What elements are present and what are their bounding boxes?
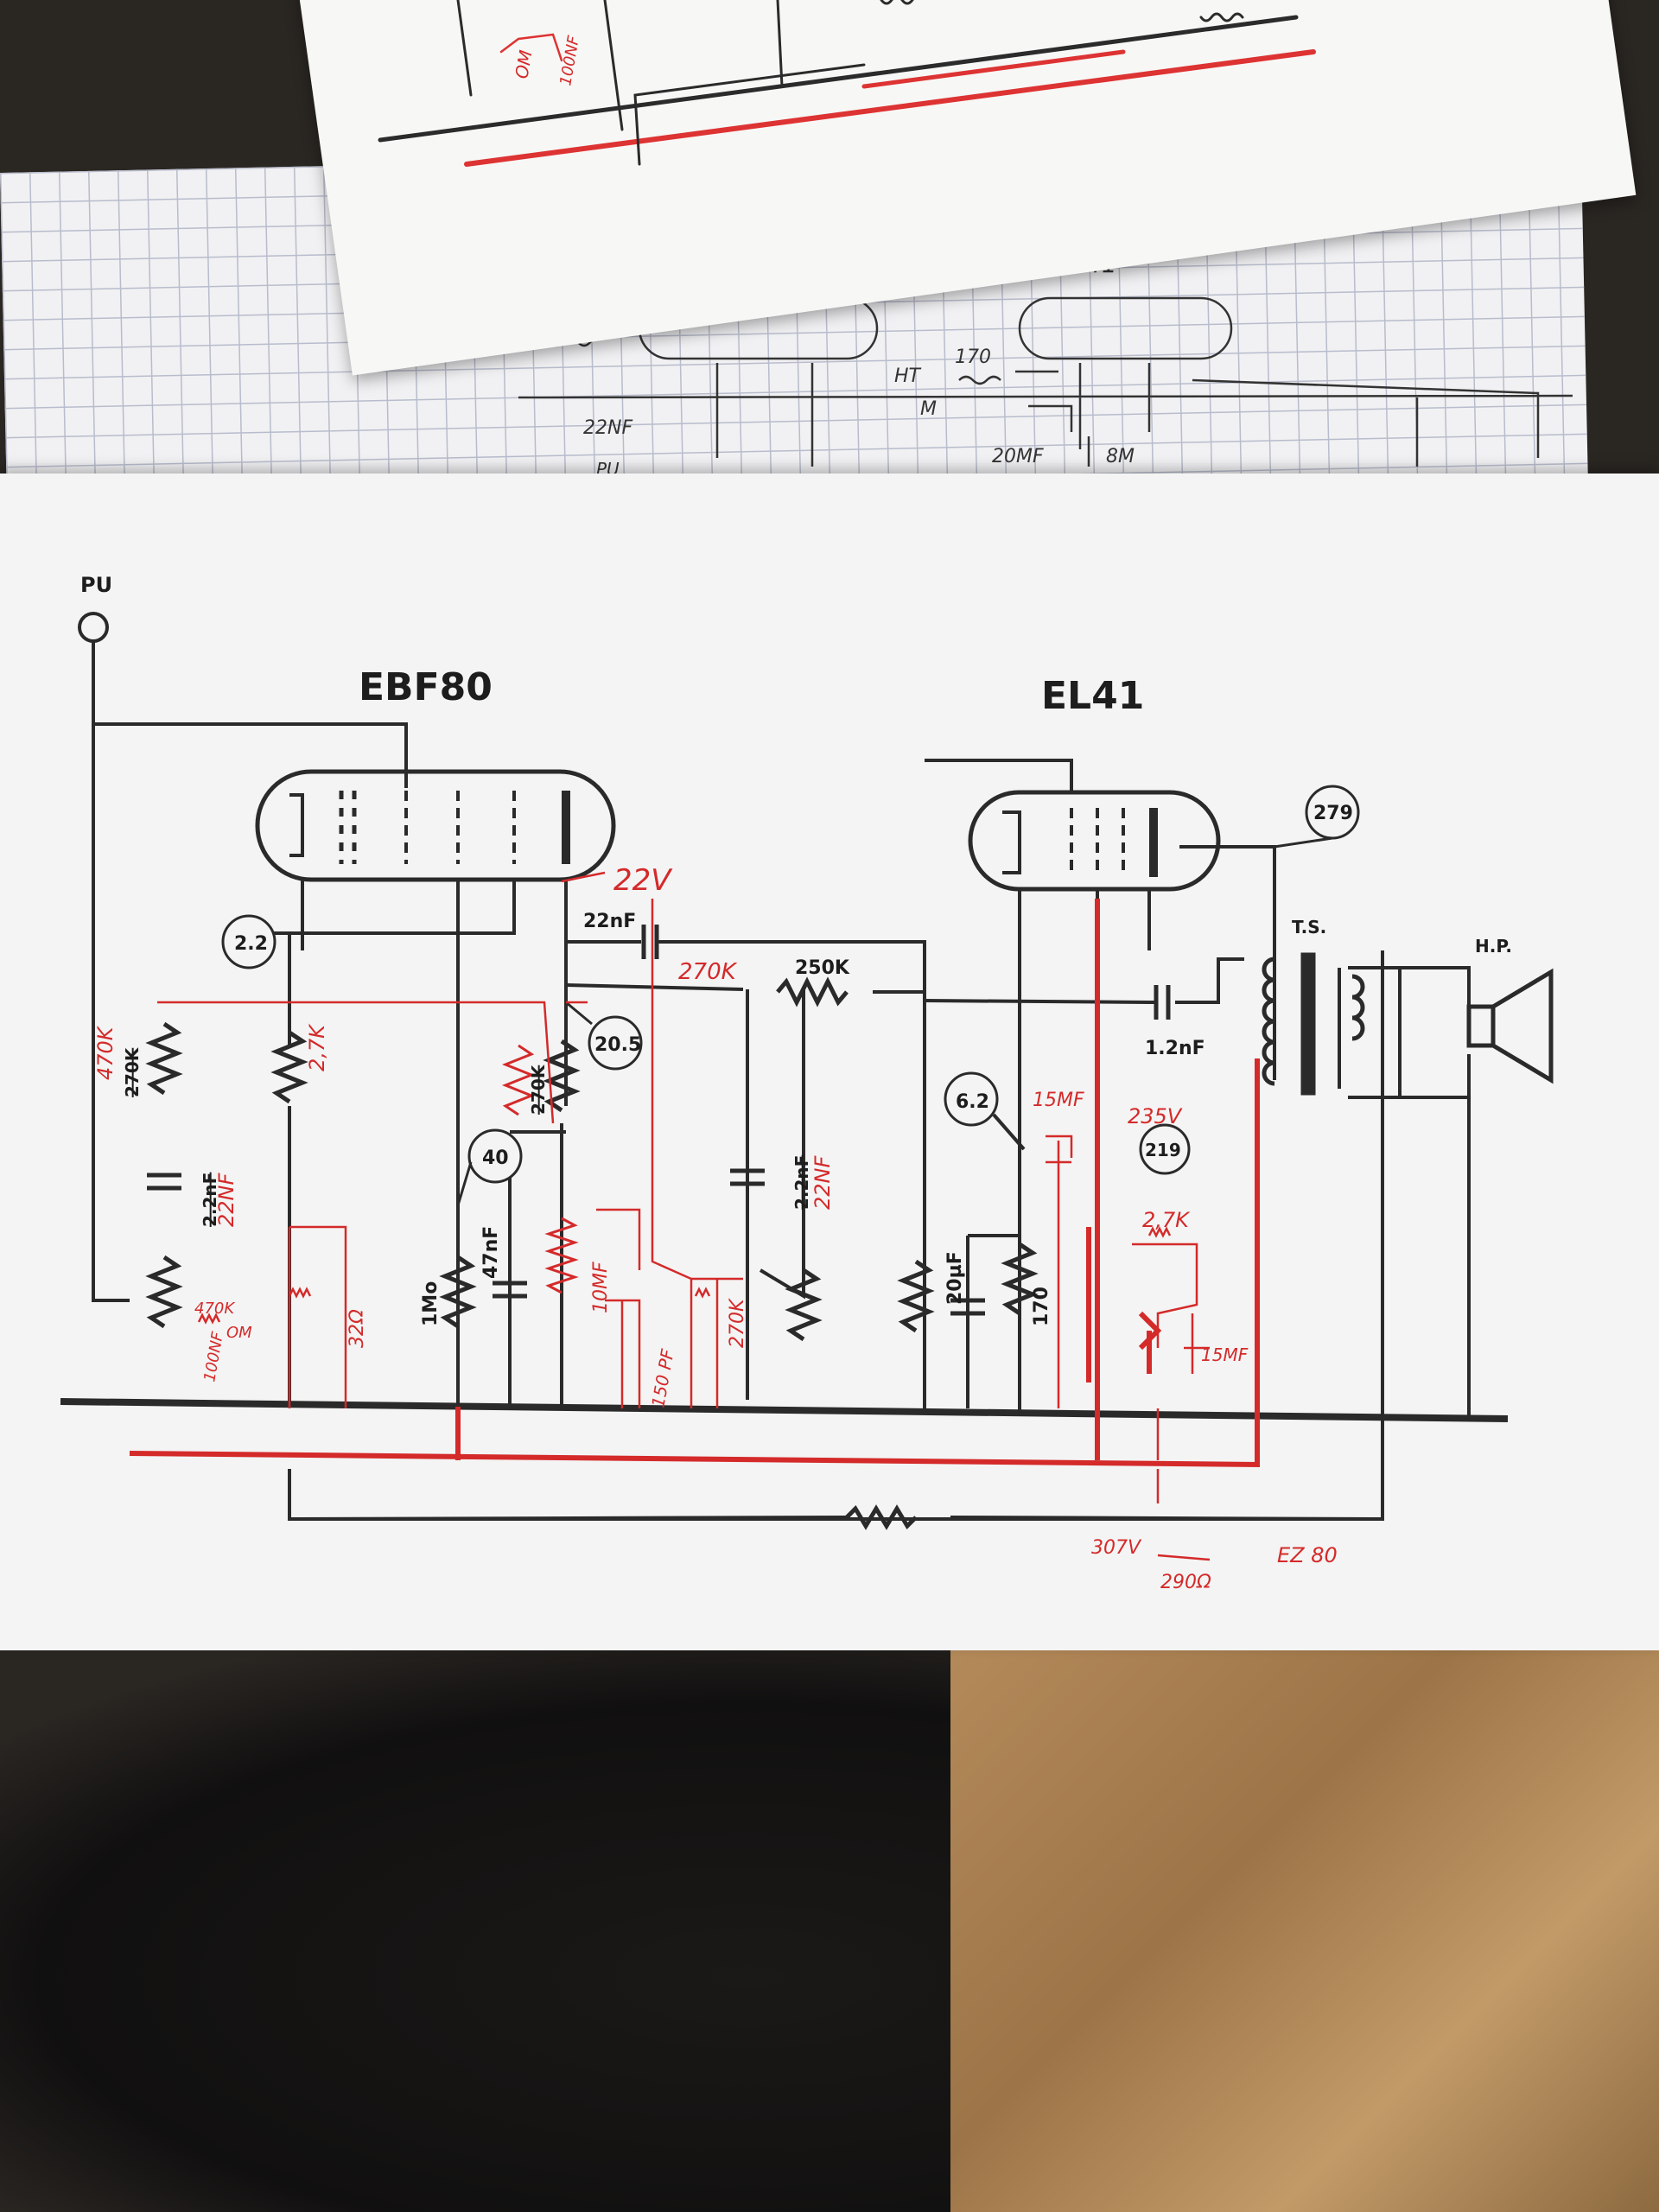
sketch-r170-label: 170	[955, 346, 991, 368]
sketch-m-label: M	[920, 398, 937, 420]
sketch-ht-label: HT	[894, 365, 922, 387]
red-modifications	[129, 899, 1260, 1468]
capacitor-100nf-note: 100NF	[200, 1330, 227, 1383]
input-capacitor	[147, 1173, 181, 1191]
input-potentiometer	[145, 1255, 183, 1329]
pickup-jack-icon	[78, 612, 109, 643]
input-capacitor-old-label: 2.2nF	[200, 1173, 220, 1227]
capacitor-150pf-note: 150 PF	[647, 1347, 678, 1409]
el41-grid-leak	[897, 1259, 935, 1333]
voltage-markers	[221, 785, 1360, 1184]
voltage-marker-20-5: 20.5	[594, 1034, 641, 1056]
coupling-capacitor	[641, 925, 659, 959]
coupling-capacitor-label: 22nF	[583, 911, 636, 932]
tube-electrodes	[289, 791, 1158, 877]
capacitor-22nf-note: 22NF	[214, 1173, 238, 1227]
resistor-270k-note: 270K	[678, 959, 738, 985]
plate-resistor-ebf80	[543, 1039, 581, 1113]
pickup-label: PU	[80, 573, 112, 597]
wooden-table	[950, 1642, 1659, 2212]
transformer-label: T.S.	[1292, 917, 1326, 938]
ebf80-tube-label: EBF80	[359, 665, 493, 709]
cathode-resistor-label: 170	[1031, 1287, 1052, 1326]
input-resistor-old-label: 270K	[122, 1046, 143, 1097]
cathode-resistor-ebf80	[270, 1030, 308, 1104]
red-annotations-wiring	[157, 871, 1211, 1561]
capacitor-15mf-note-b: 15MF	[1201, 1344, 1249, 1365]
voltage-marker-279: 279	[1313, 803, 1353, 824]
plate-resistor-old-label: 270K	[528, 1064, 549, 1115]
el41-cathode-capacitor	[950, 1298, 985, 1316]
voltage-marker-219: 219	[1145, 1140, 1181, 1160]
printed-capacitors	[147, 925, 1171, 1316]
sketch-c20mf-label: 20MF	[992, 446, 1044, 467]
voltage-marker-40: 40	[482, 1147, 509, 1169]
resistor-290-note: 290Ω	[1160, 1572, 1211, 1593]
volume-potentiometer	[785, 1268, 823, 1342]
tone-capacitor-old-label: 2.2nF	[791, 1155, 812, 1210]
sketch-c22nf-label: 22NF	[583, 417, 632, 439]
capacitor-15mf-note: 15MF	[1033, 1090, 1084, 1111]
grid-leak-label: 1Mo	[420, 1281, 442, 1326]
grid-resistor-label: 250K	[795, 957, 850, 979]
printed-resistors	[145, 976, 1039, 1530]
resistor-470k-note-b: 470K	[194, 1300, 235, 1318]
ohm-note: OM	[226, 1324, 252, 1342]
cathode-capacitor-label: 20µF	[944, 1251, 966, 1305]
capacitor-10mf-note: 10MF	[590, 1262, 612, 1313]
input-resistor	[145, 1021, 183, 1096]
voltage-marker-6-2: 6.2	[956, 1091, 989, 1113]
screen-capacitor	[493, 1281, 527, 1299]
screen-capacitor-label: 47nF	[480, 1226, 502, 1279]
ebf80-tube-envelope	[255, 769, 616, 882]
speaker-label: H.P.	[1475, 936, 1512, 957]
resistor-32-note: 32Ω	[346, 1309, 368, 1348]
voltage-22v-note: 22V	[613, 863, 673, 898]
output-transformer	[1262, 952, 1365, 1096]
tone-capacitor	[730, 1168, 765, 1186]
supply-resistor	[845, 1504, 918, 1530]
grid-leak-resistor	[439, 1255, 477, 1329]
anode-capacitor-label: 1.2nF	[1145, 1038, 1205, 1059]
voltage-307v-note: 307V	[1091, 1537, 1142, 1559]
voltage-marker-2-2: 2.2	[234, 933, 268, 955]
el41-tube-label: EL41	[1041, 674, 1144, 718]
grid-resistor-el41	[776, 976, 849, 1007]
resistor-27k-note: 2,7K	[305, 1023, 329, 1071]
voltage-235v-note: 235V	[1128, 1104, 1183, 1128]
el41-cathode-resistor	[1001, 1242, 1039, 1316]
el41-tube-envelope	[968, 790, 1221, 892]
top-sheet-om-label: OM	[511, 48, 536, 80]
top-sheet-schematic: OM 100NF	[378, 0, 1316, 167]
resistor-27k-note-c: 2,7K	[1142, 1208, 1191, 1232]
sketch-r8m-label: 8M	[1106, 446, 1135, 467]
resistor-470k-note: 470K	[93, 1025, 118, 1080]
loudspeaker-icon	[1466, 968, 1554, 1084]
resistor-270k-note-b: 270K	[727, 1298, 748, 1348]
capacitor-22nf-note-b: 22NF	[810, 1155, 835, 1210]
printed-wiring	[60, 638, 1509, 1521]
anode-capacitor	[1154, 985, 1171, 1020]
rectifier-ez80-note: EZ 80	[1277, 1543, 1338, 1567]
